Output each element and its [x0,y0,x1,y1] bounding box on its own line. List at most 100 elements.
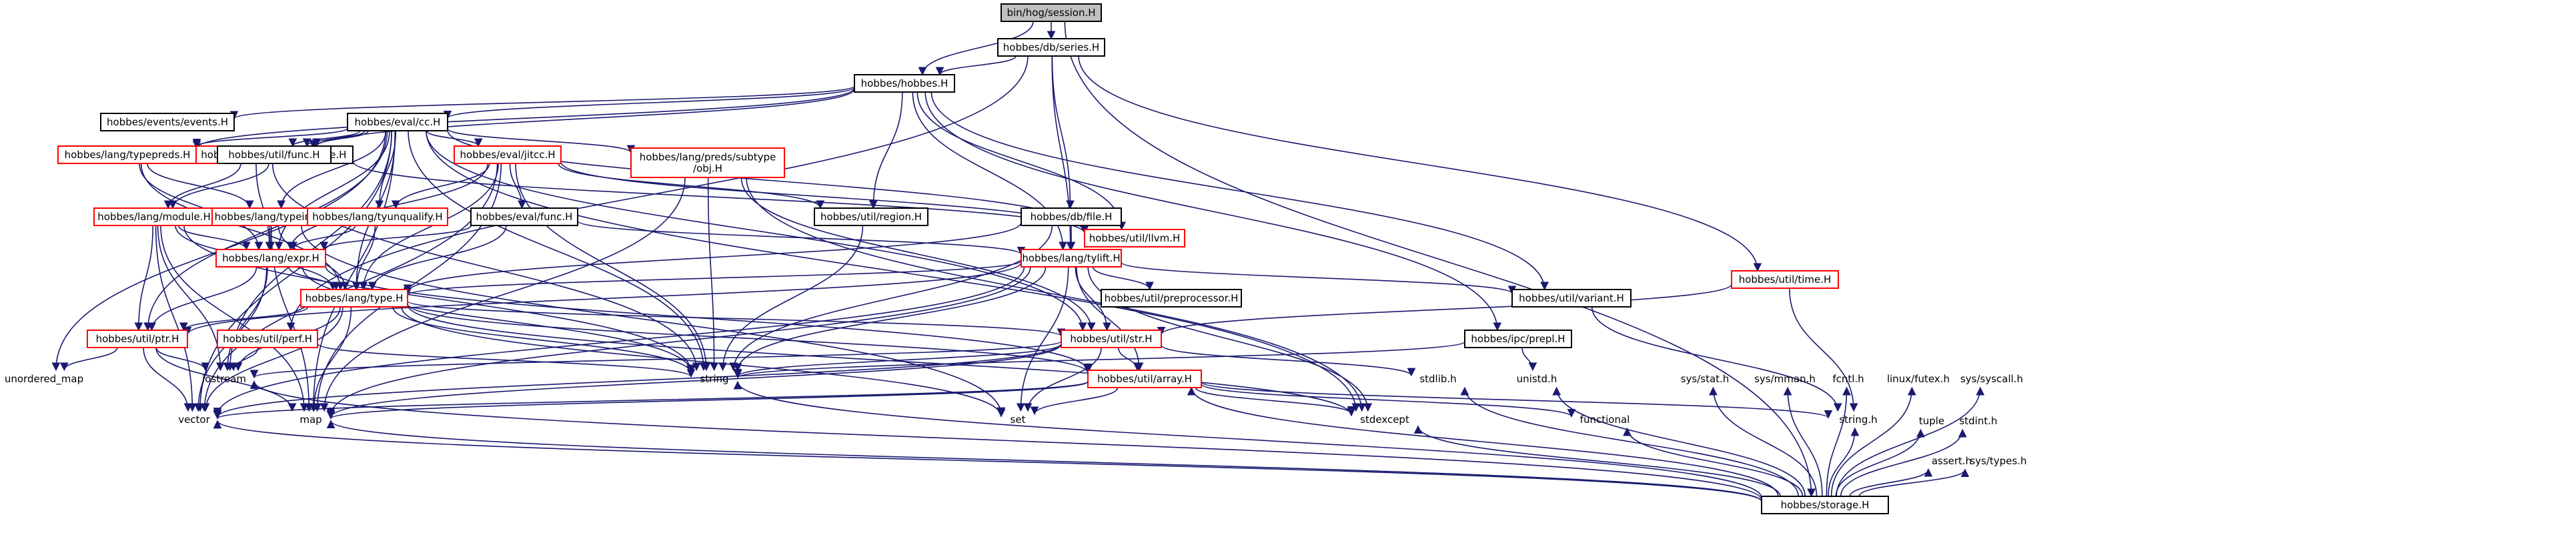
edge-series-to-hobbes [935,55,1017,76]
edge-variant-to-stringh [1591,306,1842,412]
node-subtype[interactable]: hobbes/lang/preds/subtype/obj.H [630,147,785,178]
edge-root-to-hobbes [918,21,1034,76]
node-module[interactable]: hobbes/lang/module.H [93,207,215,226]
node-label-series: hobbes/db/series.H [1003,41,1099,53]
edge-str-to-map [326,344,1062,419]
node-box-tyunqualify [307,207,448,226]
node-tylift[interactable]: hobbes/lang/tylift.H [1021,249,1122,268]
node-box-region [814,207,928,226]
node-label-time: hobbes/util/time.H [1739,274,1832,286]
node-tyunqualify[interactable]: hobbes/lang/tyunqualify.H [307,207,448,226]
node-jitcc[interactable]: hobbes/eval/jitcc.H [454,145,562,164]
edge-storage-to-iostream [249,380,1762,500]
node-hobbes[interactable]: hobbes/hobbes.H [854,74,955,93]
edge-hobbes-to-typepreds [192,87,855,149]
edge-langtype-to-map [309,306,352,412]
node-perf[interactable]: hobbes/util/perf.H [217,330,318,348]
edge-storage-to-systypes [1858,468,1970,497]
edge-prepl-to-unistd [1521,347,1537,372]
edge-tylift-to-array [1076,266,1144,372]
node-root[interactable]: bin/hog/session.H [1001,3,1102,22]
node-systypes: sys/types.h [1970,455,2026,467]
edge-ptr-to-iostream [155,347,210,372]
edge-storage-to-unistd [1552,386,1806,497]
node-typepreds[interactable]: hobbes/lang/typepreds.H [57,145,197,164]
edge-typeinf-to-expr [266,225,275,251]
edge-str-to-string [733,343,1062,378]
node-box-cc [347,113,448,131]
node-box-expr [215,249,326,268]
edge-expr-to-langtype [288,266,341,291]
edge-storage-to-functional [1623,427,1804,497]
edge-tylift-to-str [1075,266,1111,332]
edge-ptr-to-map [155,347,297,412]
node-label-langtype: hobbes/lang/type.H [305,292,404,304]
node-label-typeinf: hobbes/lang/typeinf.H [215,211,325,223]
edge-langtype-to-str [407,300,1065,338]
node-box-str [1061,330,1162,348]
node-array[interactable]: hobbes/util/array.H [1087,370,1202,388]
node-preprocessor[interactable]: hobbes/util/preprocessor.H [1101,289,1242,308]
node-evalfunc[interactable]: hobbes/eval/func.H [470,207,578,226]
node-label-unistd: unistd.h [1517,373,1557,385]
node-sysmman: sys/mman.h [1754,373,1816,385]
node-label-sysmman: sys/mman.h [1754,373,1816,385]
edge-perf-to-string [317,342,696,378]
edge-typeinf-to-set [301,225,1006,416]
node-time[interactable]: hobbes/util/time.H [1731,270,1839,289]
node-box-dbfile [1021,207,1122,226]
node-series[interactable]: hobbes/db/series.H [997,38,1105,57]
node-langtype[interactable]: hobbes/lang/type.H [300,289,408,308]
node-llvm[interactable]: hobbes/util/llvm.H [1084,229,1185,247]
edge-tylift-to-set [1016,266,1069,412]
edge-hobbes-to-llvm [916,91,1127,231]
edge-ptr-to-unordered_map [59,347,118,372]
node-region[interactable]: hobbes/util/region.H [814,207,928,226]
node-label-preprocessor: hobbes/util/preprocessor.H [1105,292,1239,304]
edge-subtype-to-stdexcept [746,177,1367,412]
edge-region-to-string [718,225,864,372]
node-expr[interactable]: hobbes/lang/expr.H [215,249,326,268]
edge-cc-to-vector [195,130,392,412]
node-label-tuple: tuple [1919,415,1944,427]
node-label-variant: hobbes/util/variant.H [1519,292,1624,304]
node-str[interactable]: hobbes/util/str.H [1061,330,1162,348]
node-dbfile[interactable]: hobbes/db/file.H [1021,207,1122,226]
node-label-map: map [299,414,321,426]
node-func_h[interactable]: hobbes/util/func.H [217,145,332,164]
node-label-syscall: sys/syscall.h [1960,373,2023,385]
node-ptr[interactable]: hobbes/util/ptr.H [87,330,188,348]
node-label-vector: vector [178,414,210,426]
edge-storage-to-sysmman [1783,386,1823,497]
node-box-events [100,113,235,131]
edge-perf-to-iostream [229,347,259,372]
edge-array-to-vector [213,380,1089,420]
node-box-module [93,207,215,226]
node-assert: assert.h [1932,455,1972,467]
node-box-root [1001,3,1102,22]
edge-storage-to-vector [213,420,1762,502]
node-prepl[interactable]: hobbes/ipc/prepl.H [1464,330,1572,348]
edge-cc-to-subtype [447,128,636,154]
node-events[interactable]: hobbes/events/events.H [100,113,235,131]
edge-str-to-iostream [250,340,1062,379]
node-label-jitcc: hobbes/eval/jitcc.H [460,149,555,161]
node-variant[interactable]: hobbes/util/variant.H [1511,289,1632,308]
node-label-dbfile: hobbes/db/file.H [1031,211,1113,223]
edge-module-to-map [160,225,309,412]
edge-tylift-to-variant [1121,261,1517,295]
node-box-storage [1761,496,1889,514]
node-label-iostream: iostream [202,373,246,385]
node-label-string: string [700,373,728,385]
edge-cmodule-to-module [168,163,269,209]
edge-langtype-to-set [401,306,1006,418]
node-label-ptr: hobbes/util/ptr.H [96,333,179,345]
edge-parser-to-string [271,163,701,372]
edge-parser-to-expr [255,163,274,251]
edge-cc-to-typepreds [192,127,348,147]
edge-root-to-storage [1064,21,1816,498]
node-cc[interactable]: hobbes/eval/cc.H [347,113,448,131]
edge-storage-to-futex [1830,386,1916,497]
node-storage[interactable]: hobbes/storage.H [1761,496,1889,514]
node-label-subtype-0: hobbes/lang/preds/subtype [640,151,776,163]
